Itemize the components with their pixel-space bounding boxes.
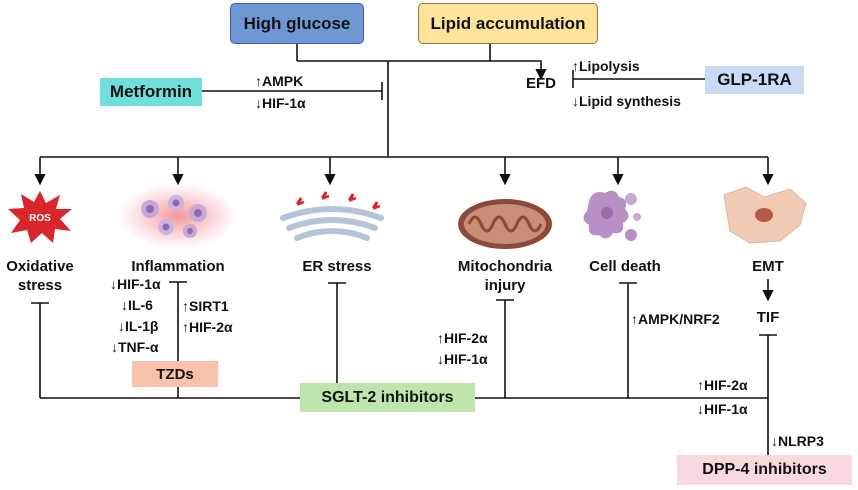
glp1ra-box: GLP-1RA — [705, 66, 804, 94]
inflammation-marker-hif1a: ↓HIF-1α — [110, 276, 161, 292]
sglt2-inhibitors-box: SGLT-2 inhibitors — [300, 383, 475, 412]
metformin-box: Metformin — [100, 78, 202, 106]
efd-effect-lipolysis: ↑Lipolysis — [572, 58, 640, 74]
cell-death-label: Cell death — [589, 258, 661, 275]
er-stress-icon — [280, 191, 384, 241]
tzds-box: TZDs — [132, 361, 218, 387]
emt-cell-icon — [723, 186, 807, 244]
inflammation-cells-icon — [118, 183, 238, 249]
inflammation-label: Inflammation — [131, 258, 225, 275]
inflammation-marker-il6: ↓IL-6 — [121, 297, 153, 313]
dpp4-effect-nlrp3: ↓NLRP3 — [771, 433, 824, 449]
cell-death-icon — [583, 190, 641, 241]
dpp4-inhibitors-box: DPP-4 inhibitors — [677, 455, 852, 485]
mito-effect-hif1a: ↓HIF-1α — [437, 351, 488, 367]
inflammation-marker-tnfa: ↓TNF-α — [111, 339, 159, 355]
metformin-effect-hif1a: ↓HIF-1α — [255, 95, 306, 111]
oxidative-stress-line-1: Oxidative — [6, 258, 74, 275]
ros-badge-text: ROS — [29, 213, 51, 224]
tif-label: TIF — [756, 309, 780, 326]
metformin-label: Metformin — [109, 82, 193, 101]
lipid-accumulation-label: Lipid accumulation — [430, 13, 586, 33]
efd-effect-lipid-synthesis: ↓Lipid synthesis — [572, 93, 681, 109]
lipid-to-efd-arrow — [490, 60, 547, 81]
inflammation-marker-il1b: ↓IL-1β — [118, 318, 159, 334]
dpp4-inhibitors-label: DPP-4 inhibitors — [702, 461, 827, 478]
cell-death-effect-ampk-nrf2: ↑AMPK/NRF2 — [631, 311, 720, 327]
oxidative-stress-line-2: stress — [17, 276, 63, 294]
er-stress-label: ER stress — [302, 258, 372, 275]
mitochondria-icon — [458, 199, 552, 249]
glp1ra-label: GLP-1RA — [717, 70, 792, 89]
mitochondria-injury-line-1: Mitochondria — [457, 258, 553, 275]
mitochondria-injury-line-2: injury — [484, 276, 526, 294]
mitochondria-injury-label: Mitochondria injury — [445, 258, 565, 296]
ros-burst-icon: ROS — [8, 191, 72, 243]
tzds-label: TZDs — [156, 365, 194, 383]
tzd-effect-hif2a: ↑HIF-2α — [182, 319, 233, 335]
sglt2-inhibitors-label: SGLT-2 inhibitors — [321, 388, 454, 406]
high-glucose-label: High glucose — [243, 13, 351, 33]
tzd-effect-sirt1: ↑SIRT1 — [182, 298, 229, 314]
lipid-accumulation-box: Lipid accumulation — [418, 3, 598, 44]
tif-effect-hif2a: ↑HIF-2α — [697, 377, 748, 393]
efd-label: EFD — [526, 75, 556, 92]
high-glucose-box: High glucose — [230, 3, 364, 44]
metformin-effect-ampk: ↑AMPK — [255, 73, 304, 89]
emt-label: EMT — [752, 258, 784, 275]
oxidative-stress-label: Oxidative stress — [0, 258, 80, 296]
mito-effect-hif2a: ↑HIF-2α — [437, 330, 488, 346]
tif-effect-hif1a: ↓HIF-1α — [697, 401, 748, 417]
